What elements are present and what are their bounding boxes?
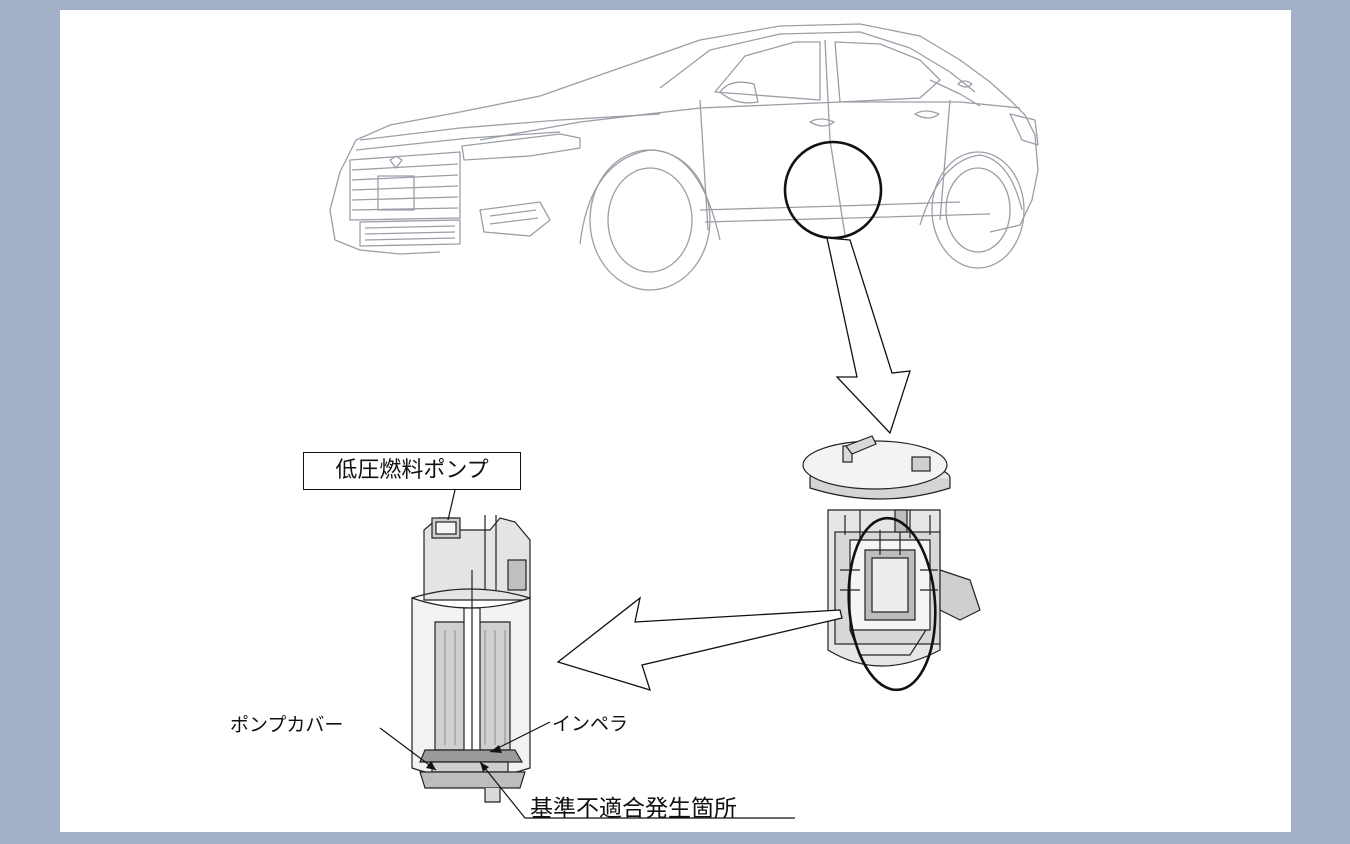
arrow-down	[826, 237, 911, 435]
leader-arrowheads	[426, 745, 502, 772]
low-pressure-fuel-pump-label: 低圧燃料ポンプ	[303, 452, 521, 490]
car-illustration	[329, 23, 1039, 291]
diagram-canvas	[329, 23, 1039, 819]
low-pressure-fuel-pump-cutaway	[411, 515, 531, 803]
fuel-pump-module-illustration	[802, 435, 981, 667]
diagram-frame: 低圧燃料ポンプ ポンプカバー インペラ 基準不適合発生箇所	[60, 10, 1291, 832]
impeller-label: インペラ	[552, 713, 629, 735]
pump-cover-label: ポンプカバー	[230, 714, 344, 736]
arrow-left	[556, 596, 843, 691]
callout-ellipse	[847, 516, 937, 692]
leader-lines	[379, 489, 795, 819]
defect-location-label: 基準不適合発生箇所	[530, 796, 737, 822]
